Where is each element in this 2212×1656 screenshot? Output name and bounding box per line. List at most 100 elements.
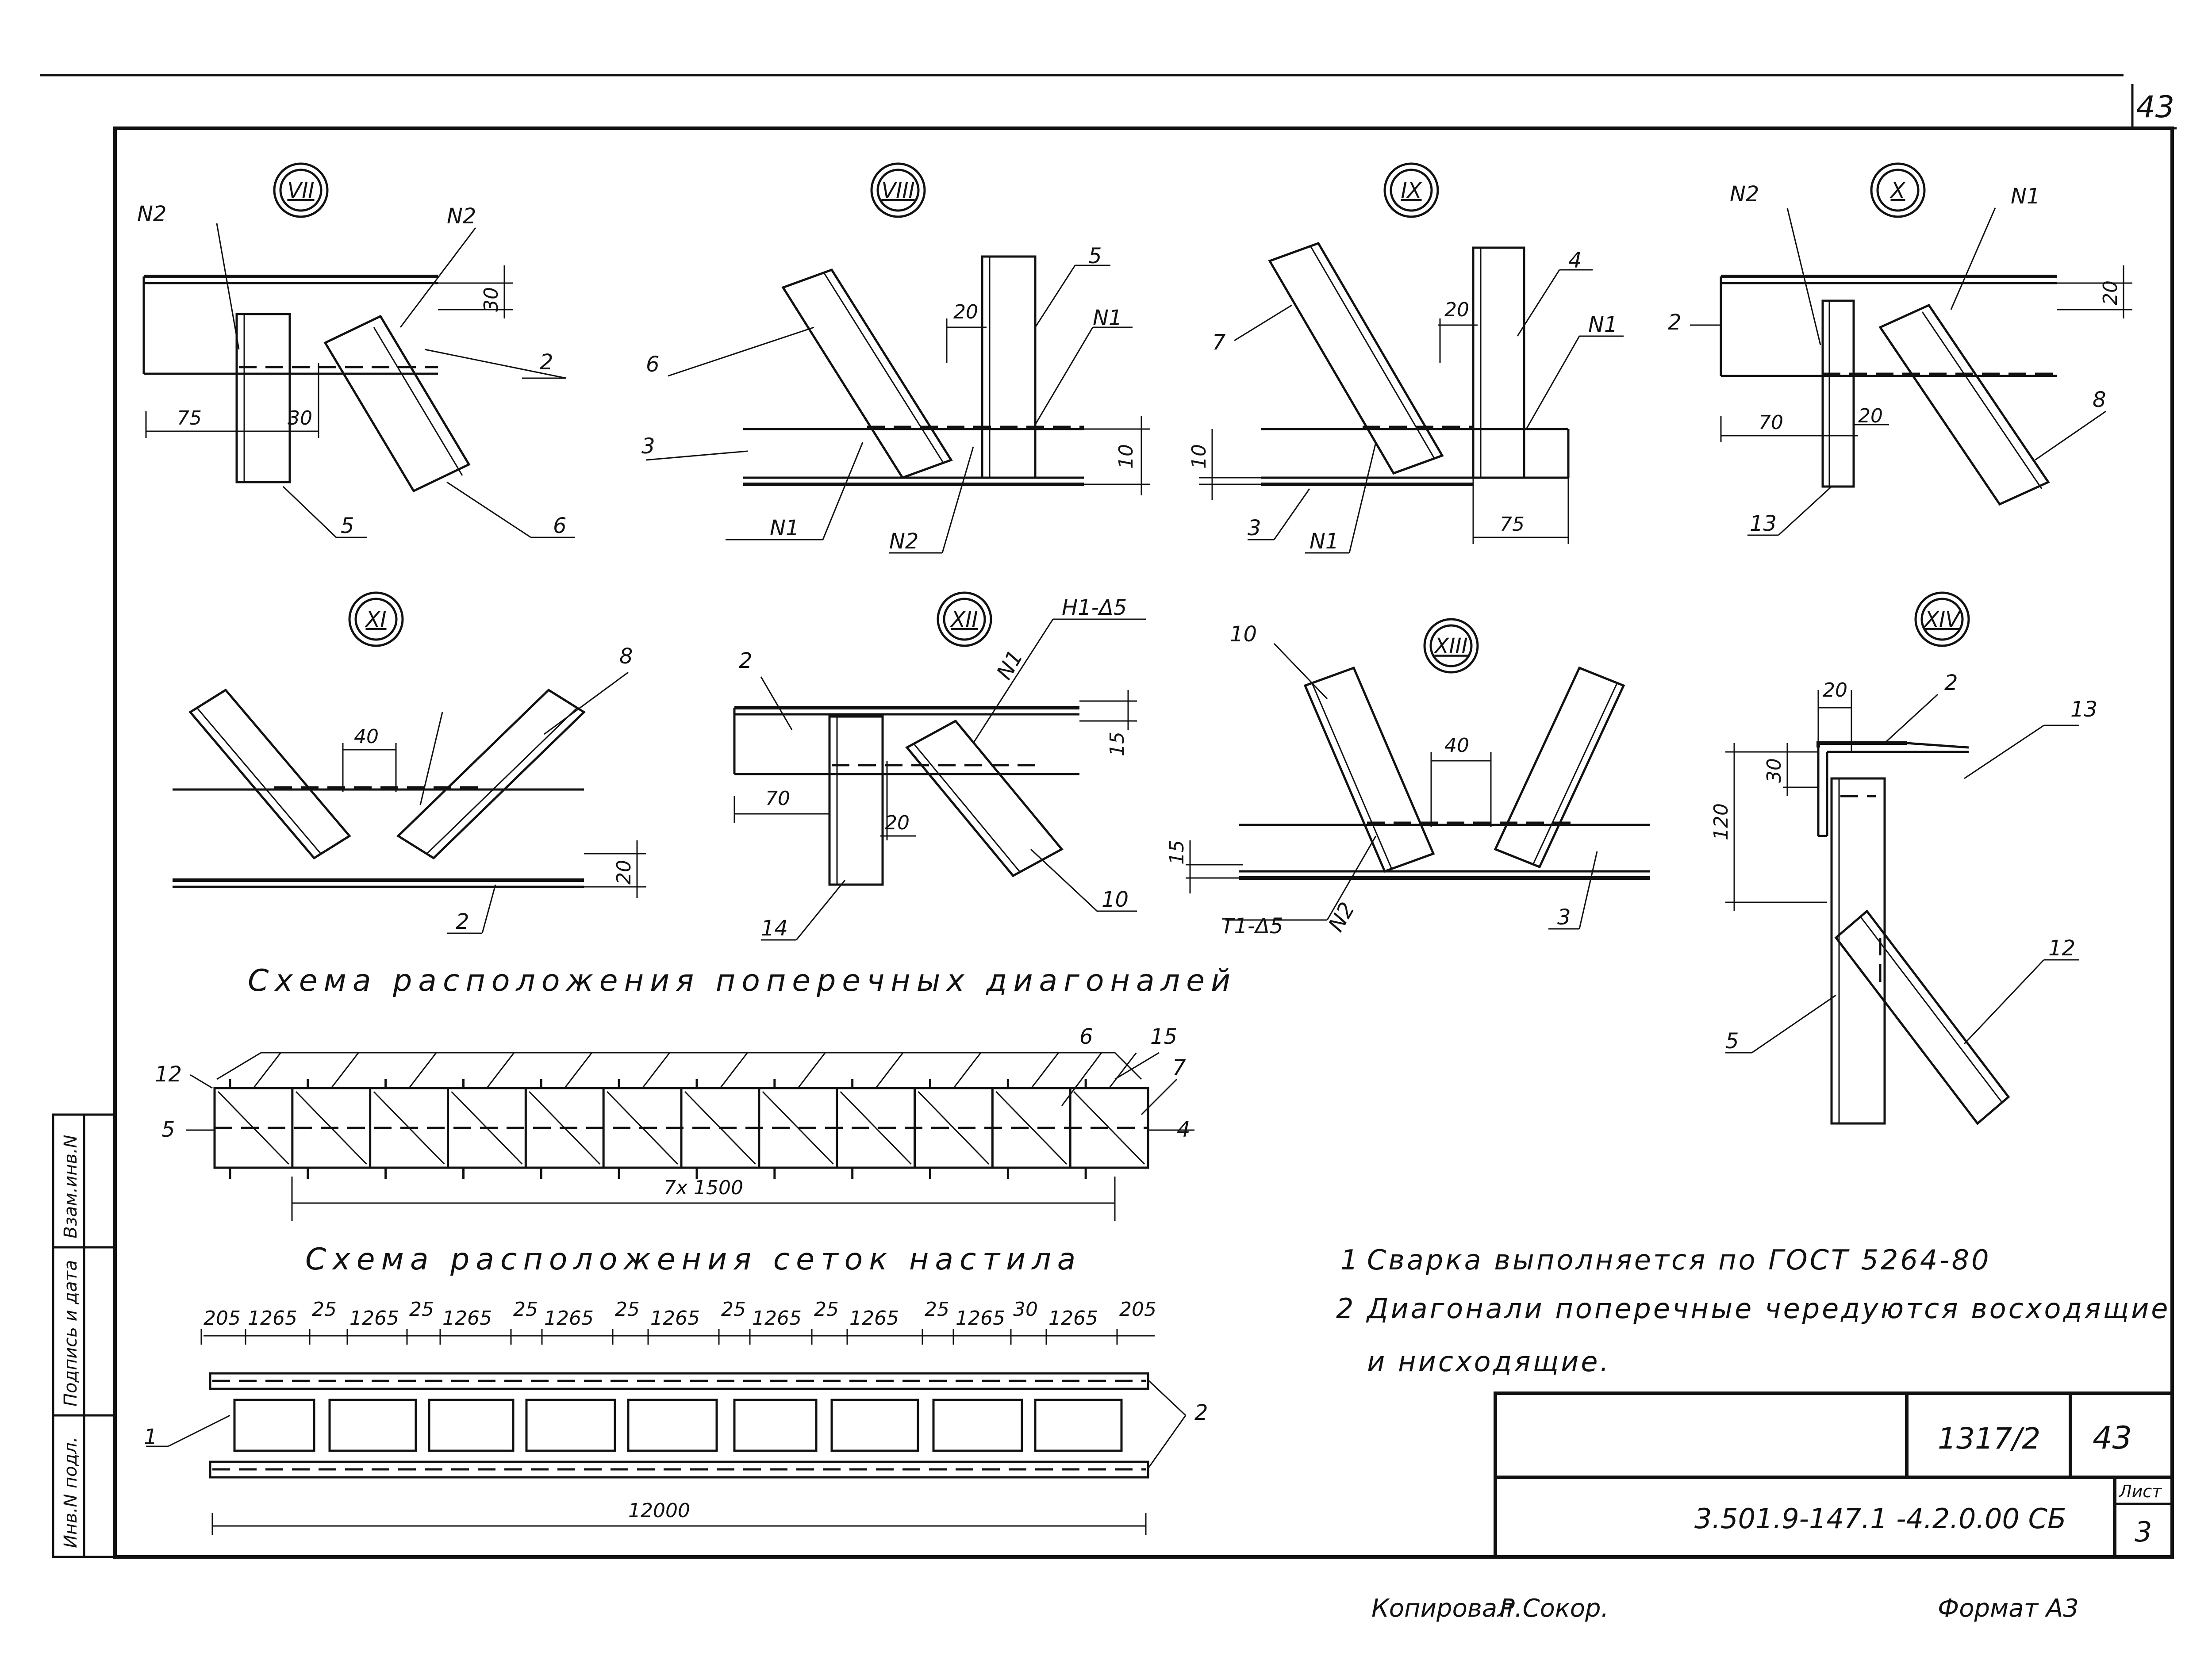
dim-text: 40 [1444,734,1469,757]
sheet-total: 43 [2093,1420,2132,1456]
callout-label: H1-Δ5 [1062,595,1127,620]
callout-label: 2 [540,350,553,375]
diagonal-hatch [564,1052,592,1089]
mesh-dim-text: 25 [409,1298,434,1321]
diagonal-bar [529,1091,601,1165]
detail-marker: IX [1401,178,1422,203]
mesh-dim-text: 30 [1013,1298,1038,1321]
mesh-dim-text: 1265 [752,1307,802,1330]
callout-label: N1 [2011,184,2040,209]
note-2-num: 2 [1336,1292,1356,1325]
side-label-replace: Взам.инв.N [61,1135,81,1238]
list-value: 3 [2135,1516,2152,1548]
mesh-dim-text: 205 [1119,1298,1156,1321]
diagonal-hatch [953,1052,982,1089]
detail-marker: X [1889,178,1906,203]
mesh-panel [328,1399,417,1452]
detail-marker: XIV [1923,607,1961,632]
diagonal-hatch [797,1052,826,1089]
dim-text: 15 [1106,732,1129,756]
diagonal-hatch [408,1052,437,1089]
detail-ix: IX 20 10 75 7 4 N1 3 N1 [1188,162,1624,554]
dim-text: 30 [480,287,503,312]
mesh-dim-text: 1265 [1048,1307,1098,1330]
diagonal-hatch [253,1052,281,1089]
dim-text: 20 [953,301,978,323]
callout-label: 2 [456,909,469,934]
note-2-cont: и нисходящие. [1367,1346,1611,1378]
detail-xii: XII 70 20 15 H1-Δ5 N1 2 14 10 [733,591,1146,941]
diagonal-hatch [641,1052,670,1089]
title-block: 1317/2 43 3.501.9-147.1 -4.2.0.00 СБ Лис… [1494,1392,2174,1559]
detail-xiv: XIV 20 30 120 2 13 12 5 [1710,591,2097,1125]
mesh-dim-text: 1265 [956,1307,1005,1330]
dim-text: 20 [1823,679,1847,702]
callout-label: 15 [1150,1024,1177,1049]
callout-label: 4 [1177,1117,1190,1142]
diagonal-hatch [330,1052,359,1089]
mesh-dim-text: 1265 [442,1307,492,1330]
callout-label: 10 [1102,887,1129,912]
callout-label: 6 [553,514,567,538]
callout-label: 8 [619,644,633,669]
detail-marker: XIII [1433,634,1467,659]
page-number: 43 [2136,90,2174,125]
callout-label: 4 [1568,248,1582,273]
callout-label: 10 [1230,622,1257,647]
diagonal-bar [995,1091,1068,1165]
detail-marker: VII [287,178,314,203]
callout-label: 2 [1944,671,1958,695]
mesh-panel [1034,1399,1123,1452]
dim-text: 15 [1166,840,1188,865]
callout-label: 13 [1750,511,1777,536]
diagonal-bar [451,1091,523,1165]
dim-text: 20 [2099,280,2122,305]
detail-marker: XII [949,607,978,632]
callout-label: 3 [1557,905,1571,930]
callout-label: N1 [770,516,799,540]
callout-label: N2 [137,202,166,226]
callout-label: T1-Δ5 [1221,914,1283,939]
diagonal-hatch [1031,1052,1059,1089]
diagonal-bar [295,1091,367,1165]
note-1-num: 1 [1340,1244,1360,1276]
dim-text: 75 [1500,513,1525,536]
diagonal-hatch [719,1052,748,1089]
callout-label: N1 [1093,306,1122,330]
mesh-scheme-total: 12000 [628,1499,690,1522]
dim-text: 20 [1444,299,1469,321]
mesh-panel [233,1399,315,1452]
mesh-dim-text: 25 [513,1298,538,1321]
series-number: 1317/2 [1938,1422,2040,1456]
callout-label: N2 [1730,182,1759,207]
callout-label: 6 [1079,1024,1093,1049]
designation: 3.501.9-147.1 -4.2.0.00 СБ [1694,1503,2066,1535]
dim-text: 10 [1115,444,1137,469]
diagonal-bar [217,1091,289,1165]
detail-vii: VII 75 30 30 N2 N2 2 5 6 [137,162,575,538]
mesh-panel [932,1399,1023,1452]
side-label-sign: Подпись и дата [61,1260,81,1407]
diagonal-bar [607,1091,679,1165]
mesh-dim-text: 25 [814,1298,839,1321]
dim-text: 20 [1858,405,1883,427]
diagonal-bar [373,1091,445,1165]
diagonal-bar [762,1091,834,1165]
callout-label: N2 [447,204,476,229]
dim-text: 70 [765,787,790,810]
detail-marker: XI [364,607,386,632]
callout-label: 2 [739,648,753,673]
mesh-panel [733,1399,818,1452]
diagonal-bar [918,1091,990,1165]
mesh-panel [627,1399,718,1452]
callout-label: 12 [2048,936,2075,961]
format-label: Формат А3 [1938,1594,2079,1623]
callout-label: 5 [1088,244,1102,268]
dim-text: 20 [613,860,635,885]
mesh-dim-text: 25 [615,1298,640,1321]
callout-label: 5 [1725,1029,1739,1054]
notes: 1 Сварка выполняется по ГОСТ 5264-80 2 Д… [1336,1244,2168,1378]
